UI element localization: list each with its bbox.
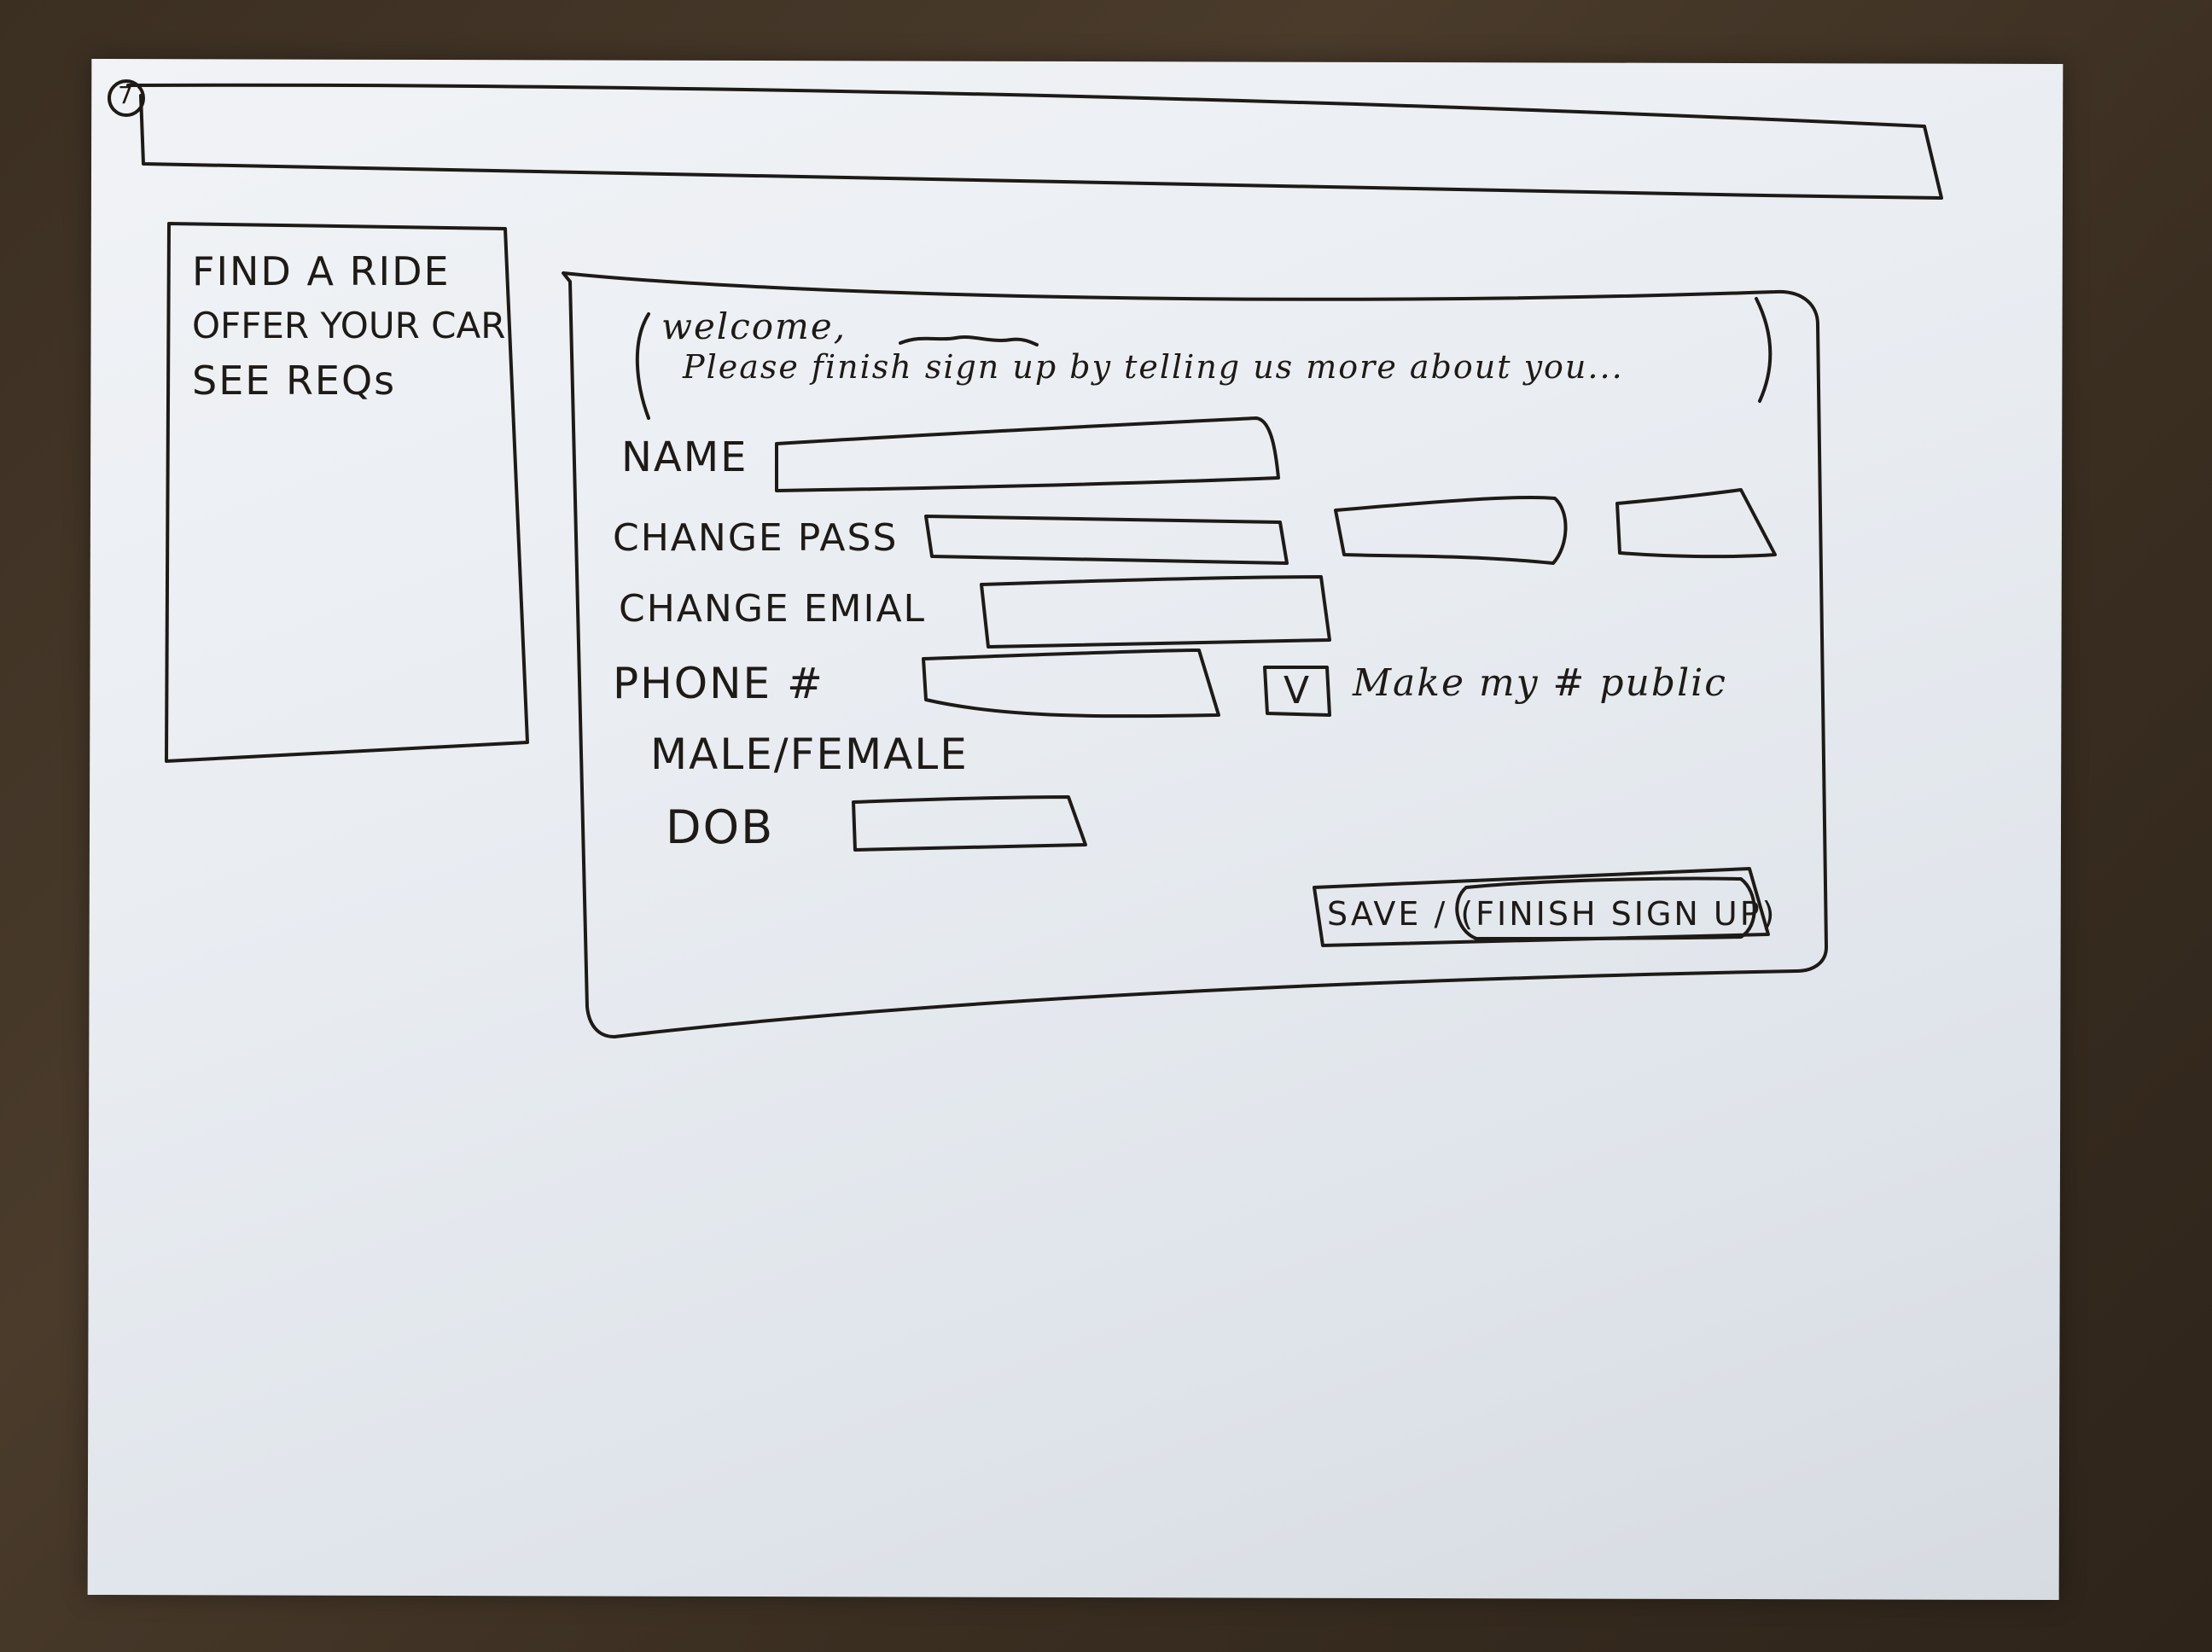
nav-item-find-a-ride[interactable]: FIND A RIDE (192, 248, 451, 294)
change-email-label: CHANGE EMIAL (619, 587, 927, 631)
dob-label: DOB (666, 800, 775, 854)
make-public-checkbox[interactable]: V (1283, 669, 1312, 713)
save-finish-signup-button[interactable]: SAVE / (FINISH SIGN UP) (1327, 887, 1775, 940)
make-public-label: Make my # public (1353, 661, 1727, 705)
change-email-input[interactable] (994, 589, 1322, 640)
nav-item-see-reqs[interactable]: SEE REQs (192, 358, 397, 404)
welcome-greeting: welcome, (661, 305, 847, 347)
welcome-message: Please finish sign up by telling us more… (683, 348, 1624, 386)
change-pass-label: CHANGE PASS (613, 516, 899, 560)
nav-item-offer-your-car[interactable]: OFFER YOUR CAR (192, 305, 506, 346)
dob-input[interactable] (862, 802, 1079, 846)
sidebar-nav: FIND A RIDE OFFER YOUR CAR SEE REQs (192, 252, 516, 400)
name-input[interactable] (789, 437, 1254, 483)
change-pass-confirm-input[interactable] (1626, 503, 1766, 551)
phone-label: PHONE # (613, 659, 824, 708)
change-pass-current-input[interactable] (939, 522, 1279, 560)
gender-label[interactable]: MALE/FEMALE (650, 730, 969, 779)
page-number: 7 (118, 81, 135, 109)
name-label: NAME (621, 433, 748, 481)
change-pass-new-input[interactable] (1348, 510, 1552, 555)
phone-input[interactable] (934, 664, 1211, 710)
header-region (145, 94, 1929, 162)
